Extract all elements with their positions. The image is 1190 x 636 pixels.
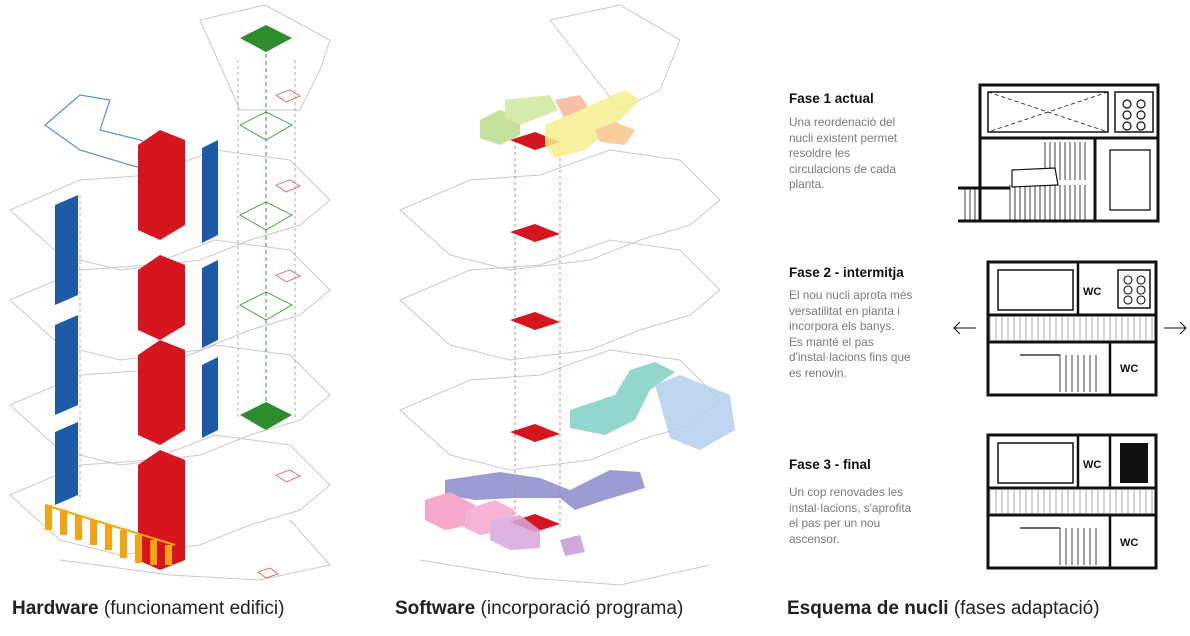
phase-2-line: versatilitat en planta i: [789, 303, 900, 318]
caption-bold: Software: [395, 598, 476, 619]
phase-2-line: d'instal·lacions fins que: [789, 350, 911, 365]
top-floor-program: [480, 90, 640, 158]
small-red-shafts: [257, 89, 301, 579]
green-shaft-markers: [239, 25, 293, 430]
phase-3-line: el pas per un nou: [789, 516, 881, 531]
structure-core-red: [138, 130, 185, 570]
caption-bold: Esquema de nucli: [787, 598, 949, 619]
phase-2-title: Fase 2 - intermitja: [789, 265, 904, 280]
caption-core-scheme: Esquema de nucli (fases adaptació): [787, 598, 1100, 620]
caption-rest: (fases adaptació): [948, 598, 1100, 619]
phase-2-line: El nou nucli aprota més: [789, 288, 913, 302]
phase-2-plan: [953, 260, 1187, 397]
vertical-dashed-guides: [79, 60, 296, 500]
hardware-axonometric: [0, 0, 380, 590]
ground-floor-program: [425, 470, 645, 556]
phase-3-title: Fase 3 - final: [789, 457, 871, 472]
phase-2-text: El nou nucli aprota més versatilitat en …: [789, 288, 912, 382]
phase-1-text: Una reordenació del nucli existent perme…: [789, 115, 897, 193]
installations-shaft-blue: [55, 140, 218, 505]
phase-1-line: resoldre les: [789, 146, 850, 161]
phase-2-line: Es manté el pas: [789, 334, 874, 349]
phase-3-line: Un cop renovades les: [789, 485, 904, 499]
wc-label: WC: [1120, 537, 1138, 549]
phase-1-title: Fase 1 actual: [789, 91, 874, 106]
phase-2-line: es renovin.: [789, 365, 847, 380]
wc-label: WC: [1083, 459, 1101, 471]
red-dashed-guides: [514, 140, 561, 530]
phase-1-line: circulacions de cada: [789, 161, 896, 176]
phase-1-plan: [958, 83, 1160, 223]
core-red-plates: [510, 132, 560, 532]
phase-3-line: ascensor.: [789, 531, 840, 546]
caption-bold: Hardware: [12, 598, 99, 619]
caption-rest: (funcionament edifici): [98, 598, 285, 619]
phase-3-text: Un cop renovades les instal·lacions, s'a…: [789, 485, 911, 547]
core-plans: WC WC: [950, 70, 1190, 590]
software-axonometric: [380, 0, 760, 590]
caption-hardware: Hardware (funcionament edifici): [12, 598, 284, 620]
floor-slab-outlines: [399, 4, 721, 586]
phase-1-line: nucli existent permet: [789, 130, 898, 145]
caption-rest: (incorporació programa): [475, 598, 684, 619]
phase-3-line: instal·lacions, s'aprofita: [789, 500, 912, 515]
phase-2-line: incorpora els banys.: [789, 319, 895, 334]
caption-software: Software (incorporació programa): [395, 598, 683, 620]
phase-1-line: planta.: [789, 177, 825, 192]
wc-label: WC: [1120, 363, 1138, 375]
phase-3-plan: [986, 433, 1158, 570]
phase-1-line: Una reordenació del: [789, 115, 896, 129]
wc-label: WC: [1083, 286, 1101, 298]
middle-floor-program: [570, 362, 735, 450]
stair-yellow: [44, 504, 176, 565]
